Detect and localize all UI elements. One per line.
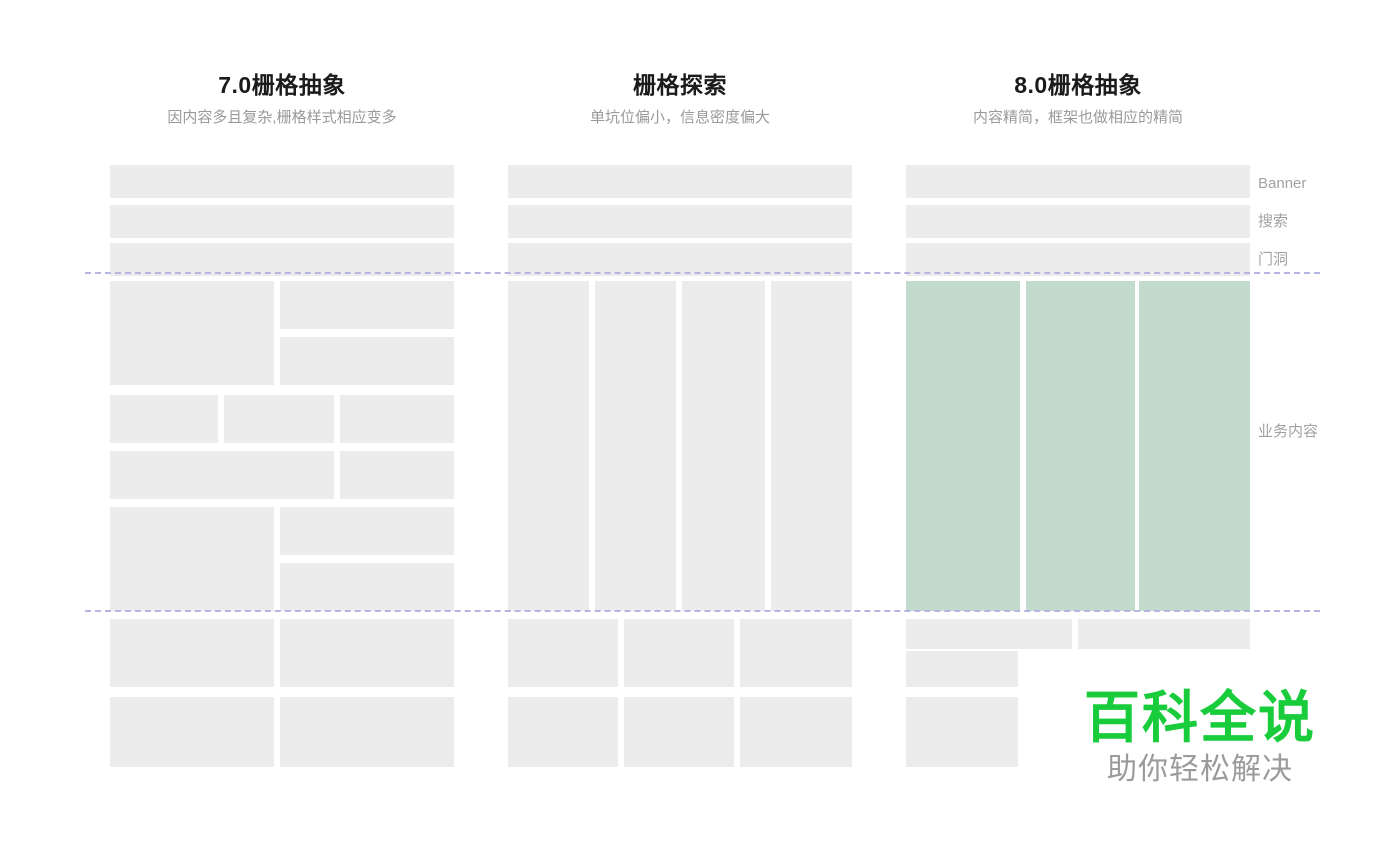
content-cell [110,281,274,385]
footer-cell [280,619,454,687]
watermark: 百科全说 助你轻松解决 [1055,688,1345,790]
footer-cell [906,651,1018,687]
column-header-explore: 栅格探索 单坑位偏小，信息密度偏大 [508,70,852,130]
footer-cell [110,697,274,767]
content-cell [110,507,274,611]
content-cell [280,507,454,555]
content-column [1026,281,1135,611]
content-column [771,281,852,611]
footer-cell [280,697,454,767]
column-header-7: 7.0栅格抽象 因内容多且复杂,栅格样式相应变多 [110,70,454,130]
search-bar [906,205,1250,238]
column-subtitle: 内容精简，框架也做相应的精简 [972,109,1183,126]
footer-cell [1078,619,1250,649]
column-title: 8.0栅格抽象 [1014,72,1142,98]
content-cell [224,395,334,443]
footer-cell [740,697,852,767]
banner-bar [110,165,454,198]
content-column [595,281,676,611]
footer-cell [906,619,1072,649]
column-title: 栅格探索 [633,72,727,98]
search-bar [110,205,454,238]
section-label-banner: Banner [1258,175,1307,192]
content-cell [280,337,454,385]
doorway-bar [508,243,852,276]
content-column [906,281,1020,611]
search-bar [508,205,852,238]
section-label-business: 业务内容 [1258,423,1319,440]
divider-bottom [85,610,1320,612]
banner-bar [906,165,1250,198]
footer-cell [624,619,734,687]
content-column [1139,281,1250,611]
watermark-tagline: 助你轻松解决 [1107,753,1293,786]
footer-cell [508,697,618,767]
column-subtitle: 单坑位偏小，信息密度偏大 [589,109,770,126]
content-cell [340,451,454,499]
banner-bar [508,165,852,198]
footer-cell [508,619,618,687]
content-cell [280,563,454,611]
footer-cell [906,697,1018,767]
content-column [508,281,589,611]
column-title: 7.0栅格抽象 [218,72,346,98]
footer-cell [624,697,734,767]
divider-top [85,272,1320,274]
content-cell [340,395,454,443]
column-subtitle: 因内容多且复杂,栅格样式相应变多 [167,109,397,126]
footer-cell [110,619,274,687]
content-cell [110,451,334,499]
column-header-8: 8.0栅格抽象 内容精简，框架也做相应的精简 [906,70,1250,130]
content-cell [280,281,454,329]
section-label-doorway: 门洞 [1258,251,1289,268]
watermark-brand: 百科全说 [1084,686,1316,749]
content-cell [110,395,218,443]
doorway-bar [906,243,1250,276]
doorway-bar [110,243,454,276]
content-column [682,281,765,611]
section-label-search: 搜索 [1258,213,1289,230]
footer-cell [740,619,852,687]
